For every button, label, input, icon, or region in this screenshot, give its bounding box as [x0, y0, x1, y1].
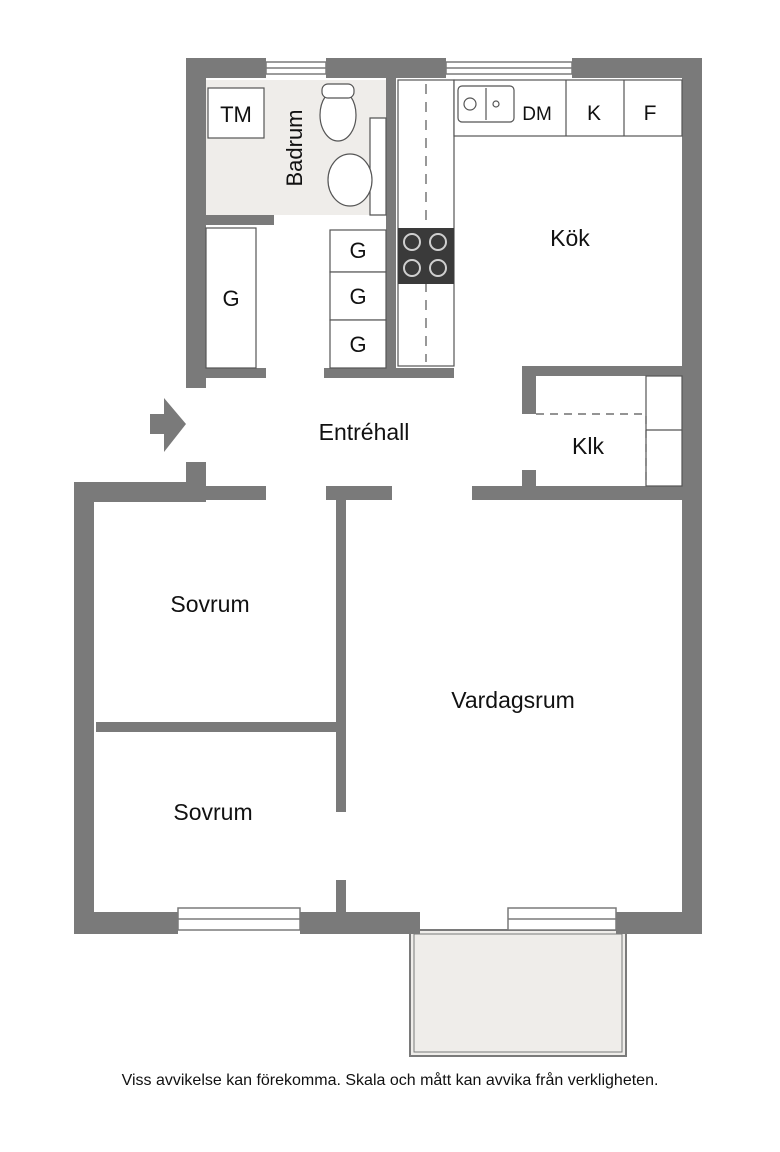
- kitchen-fixtures: [397, 79, 683, 367]
- label-g1: G: [222, 286, 239, 311]
- label-k: K: [587, 102, 601, 125]
- sink-icon: [369, 117, 387, 216]
- label-f: F: [644, 102, 657, 125]
- label-vardagsrum: Vardagsrum: [451, 687, 575, 713]
- entrance-arrow-icon: [150, 398, 186, 452]
- outer-walls: [74, 58, 702, 934]
- disclaimer-text: Viss avvikelse kan förekomma. Skala och …: [121, 1072, 659, 1089]
- washing-machine: [207, 87, 265, 139]
- label-g4: G: [349, 332, 366, 357]
- closets: [205, 227, 683, 487]
- label-tm: TM: [220, 102, 252, 127]
- bathroom-fixtures: [207, 83, 387, 216]
- label-sovrum-2: Sovrum: [173, 799, 252, 825]
- balcony: [409, 929, 627, 1057]
- label-dm: DM: [522, 104, 552, 125]
- label-klk: Klk: [572, 433, 604, 459]
- klk-shelf-line: [536, 413, 647, 486]
- label-g3: G: [349, 284, 366, 309]
- windows: [177, 61, 617, 931]
- label-entrehall: Entréhall: [319, 419, 410, 445]
- balcony-inner: [413, 933, 623, 1053]
- label-sovrum-1: Sovrum: [170, 591, 249, 617]
- interior-walls: [96, 78, 682, 912]
- label-kok: Kök: [550, 225, 590, 251]
- label-badrum: Badrum: [282, 109, 307, 186]
- label-g2: G: [349, 238, 366, 263]
